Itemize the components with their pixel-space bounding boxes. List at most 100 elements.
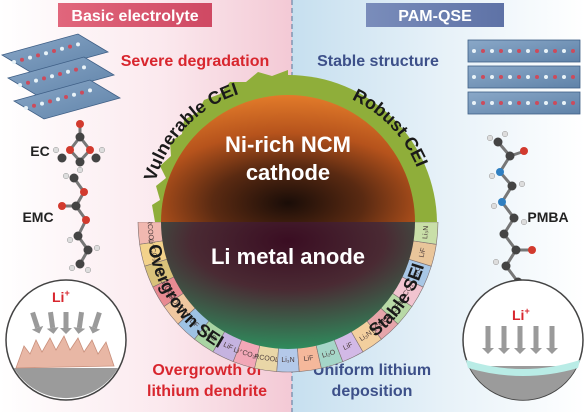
sei-chip-label: LiF bbox=[222, 342, 234, 353]
lattice-atom bbox=[553, 49, 557, 53]
lattice-atom bbox=[535, 101, 539, 105]
cathode-label-line1: Ni-rich NCM bbox=[225, 132, 351, 157]
lattice-atom bbox=[481, 101, 485, 105]
dendrite-caption-line1: Overgrowth of bbox=[152, 362, 262, 379]
lattice-atom bbox=[56, 97, 60, 102]
lattice-atom bbox=[42, 76, 46, 81]
emc-molecule bbox=[58, 166, 101, 274]
uniform-lithium-layer bbox=[466, 360, 580, 376]
right-li-ion-label: Li+ bbox=[512, 306, 530, 323]
lattice-atom bbox=[490, 75, 494, 79]
emc-label: EMC bbox=[22, 209, 53, 225]
lattice-atom bbox=[74, 67, 78, 72]
li-ion-flux-arrow bbox=[514, 326, 526, 354]
dendrite-caption-line2: lithium dendrite bbox=[147, 383, 267, 400]
left-cathode-lattice bbox=[0, 33, 122, 120]
lattice-atom bbox=[472, 75, 476, 79]
lattice-atom bbox=[517, 75, 521, 79]
lattice-atom bbox=[553, 101, 557, 105]
sei-chip-label: LiF bbox=[303, 355, 314, 363]
lattice-atom bbox=[48, 99, 52, 104]
li-ion-flux-arrow bbox=[46, 311, 59, 334]
anode-hemisphere bbox=[161, 222, 415, 349]
sei-chip-label: LiF bbox=[419, 247, 428, 258]
sei-chip-label: RCOOLi bbox=[145, 219, 154, 246]
right-header-label: PAM-QSE bbox=[398, 8, 472, 25]
pmba-label: PMBA bbox=[527, 209, 568, 225]
li-ion-flux-arrow bbox=[530, 326, 542, 354]
sei-chip-label: Li₃N bbox=[422, 225, 430, 239]
left-header-label: Basic electrolyte bbox=[71, 8, 198, 25]
lattice-atom bbox=[472, 49, 476, 53]
lattice-atom bbox=[18, 83, 22, 87]
lattice-atom bbox=[535, 75, 539, 79]
lattice-atom bbox=[535, 49, 539, 53]
lattice-atom bbox=[52, 49, 56, 53]
sei-chip-label: Li₂O bbox=[411, 264, 423, 280]
anode-label: Li metal anode bbox=[211, 244, 365, 269]
lattice-atom bbox=[517, 49, 521, 53]
sei-chip-label: LiF bbox=[188, 318, 200, 330]
lattice-atom bbox=[490, 49, 494, 53]
right-cathode-lattice bbox=[467, 39, 581, 115]
lattice-atom bbox=[571, 49, 575, 53]
lattice-atom bbox=[34, 78, 38, 83]
lattice-atom bbox=[82, 65, 86, 70]
sei-chip-label: Li₂O bbox=[321, 349, 337, 360]
deposition-caption-line1: Uniform lithium bbox=[313, 362, 431, 379]
li-ion-flux-arrow bbox=[546, 326, 558, 354]
lattice-atom bbox=[562, 49, 566, 53]
cathode-label-line2: cathode bbox=[246, 160, 330, 185]
sei-chip-label: LiF bbox=[391, 302, 403, 314]
lattice-atom bbox=[508, 75, 512, 79]
dendrite-growth-inset: Li+ bbox=[5, 279, 127, 401]
lattice-atom bbox=[490, 101, 494, 105]
lattice-atom bbox=[481, 75, 485, 79]
lattice-atom bbox=[544, 75, 548, 79]
lattice-atom bbox=[12, 60, 16, 64]
lattice-atom bbox=[64, 95, 68, 99]
lattice-atom bbox=[76, 42, 80, 47]
sei-chip-label: LiF bbox=[154, 267, 164, 279]
severe-degradation-caption: Severe degradation bbox=[121, 53, 270, 70]
left-li-ion-label: Li+ bbox=[52, 288, 70, 305]
lattice-atom bbox=[60, 46, 64, 51]
stable-structure-caption: Stable structure bbox=[317, 53, 439, 70]
lattice-atom bbox=[517, 101, 521, 105]
sei-chip-label: LiF bbox=[342, 342, 354, 353]
lattice-atom bbox=[553, 75, 557, 79]
li-ion-flux-arrow bbox=[30, 311, 44, 334]
lattice-atom bbox=[571, 75, 575, 79]
uniform-deposition-inset: Li+ bbox=[462, 279, 584, 401]
lithium-dendrites bbox=[15, 335, 115, 369]
electrode-sphere: RCOOLiLi⁺CO₃²⁻LiFLi⁺CO₃²⁻ROCOOLiLiFLi₂OL… bbox=[137, 70, 439, 373]
lattice-atom bbox=[26, 80, 30, 85]
lattice-atom bbox=[481, 49, 485, 53]
sei-chip-label: Li₃N bbox=[281, 357, 294, 364]
cathode-hemisphere bbox=[161, 95, 415, 222]
lattice-atom bbox=[20, 57, 24, 62]
lattice-atom bbox=[571, 101, 575, 105]
li-ion-flux-arrow bbox=[482, 326, 494, 354]
left-header-tag: Basic electrolyte bbox=[58, 3, 212, 27]
lattice-atom bbox=[32, 103, 36, 108]
lattice-atom bbox=[72, 92, 76, 97]
lattice-atom bbox=[28, 55, 32, 60]
lattice-atom bbox=[499, 101, 503, 105]
lattice-atom bbox=[24, 106, 28, 110]
sei-ring: RCOOLiLi⁺CO₃²⁻LiFLi⁺CO₃²⁻ROCOOLiLiFLi₂OL… bbox=[137, 219, 439, 373]
lattice-atom bbox=[68, 44, 72, 49]
li-ion-flux-arrow bbox=[88, 311, 102, 334]
lattice-atom bbox=[508, 101, 512, 105]
lattice-atom bbox=[499, 75, 503, 79]
deposition-caption-line2: deposition bbox=[332, 383, 413, 400]
lattice-atom bbox=[88, 88, 92, 93]
lattice-atom bbox=[80, 90, 84, 95]
ec-molecule bbox=[52, 120, 106, 167]
lattice-atom bbox=[526, 49, 530, 53]
li-ion-flux-arrow bbox=[60, 312, 72, 334]
right-header-tag: PAM-QSE bbox=[366, 3, 504, 27]
ec-label: EC bbox=[30, 143, 49, 159]
